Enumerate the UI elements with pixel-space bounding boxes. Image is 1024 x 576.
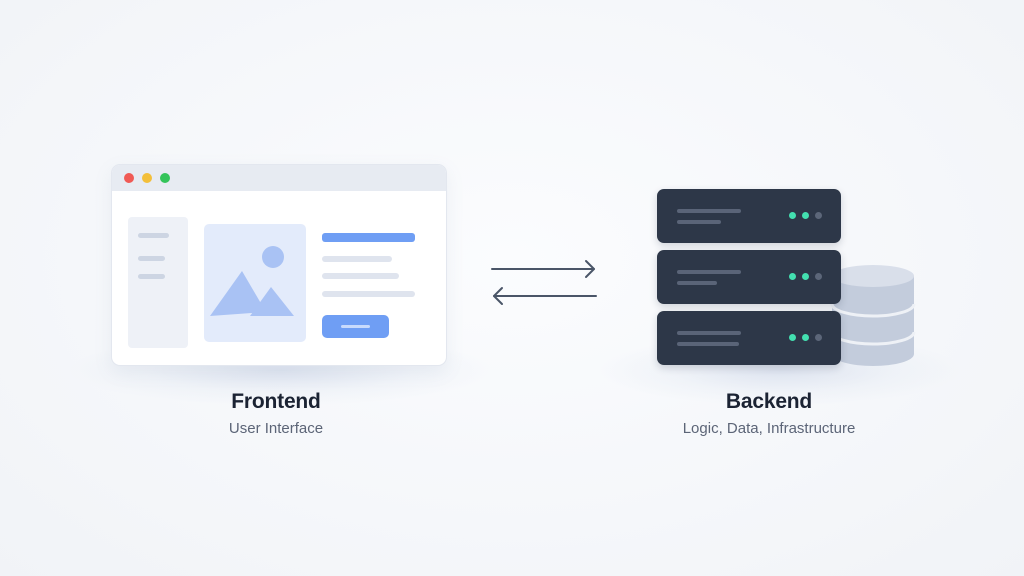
heading-line <box>322 233 415 242</box>
arrow-left-icon <box>493 287 597 305</box>
text-line <box>322 256 392 262</box>
browser-titlebar <box>112 165 446 191</box>
status-led <box>802 212 809 219</box>
status-led <box>815 273 822 280</box>
close-dot[interactable] <box>124 173 134 183</box>
backend-title: Backend <box>725 390 813 413</box>
status-led <box>802 273 809 280</box>
server-unit <box>657 250 841 304</box>
cta-label-line <box>341 325 370 328</box>
sidebar-line <box>138 256 165 261</box>
bidirectional-arrows <box>491 260 597 305</box>
server-line <box>677 270 741 274</box>
status-led <box>815 334 822 341</box>
text-line <box>322 291 415 297</box>
server-line <box>677 331 741 335</box>
server-line <box>677 209 741 213</box>
status-led <box>789 334 796 341</box>
backend-subtitle: Logic, Data, Infrastructure <box>682 420 856 437</box>
server-line <box>677 342 739 346</box>
sidebar-line <box>138 233 169 238</box>
cta-button[interactable] <box>322 315 389 338</box>
frontend-title: Frontend <box>231 390 321 413</box>
server-line <box>677 220 721 224</box>
image-icon <box>210 246 294 316</box>
frontend-subtitle: User Interface <box>228 420 324 437</box>
status-led <box>815 212 822 219</box>
minimize-dot[interactable] <box>142 173 152 183</box>
server-unit <box>657 189 841 243</box>
frontend-browser-window <box>111 164 447 366</box>
sidebar-line <box>138 274 165 279</box>
server-unit <box>657 311 841 365</box>
status-led <box>789 212 796 219</box>
database-icon <box>830 265 916 366</box>
status-led <box>802 334 809 341</box>
status-led <box>789 273 796 280</box>
maximize-dot[interactable] <box>160 173 170 183</box>
text-line <box>322 273 399 279</box>
arrow-right-icon <box>491 260 595 278</box>
server-line <box>677 281 717 285</box>
wireframe-sidebar <box>128 217 188 348</box>
image-placeholder <box>204 224 306 342</box>
